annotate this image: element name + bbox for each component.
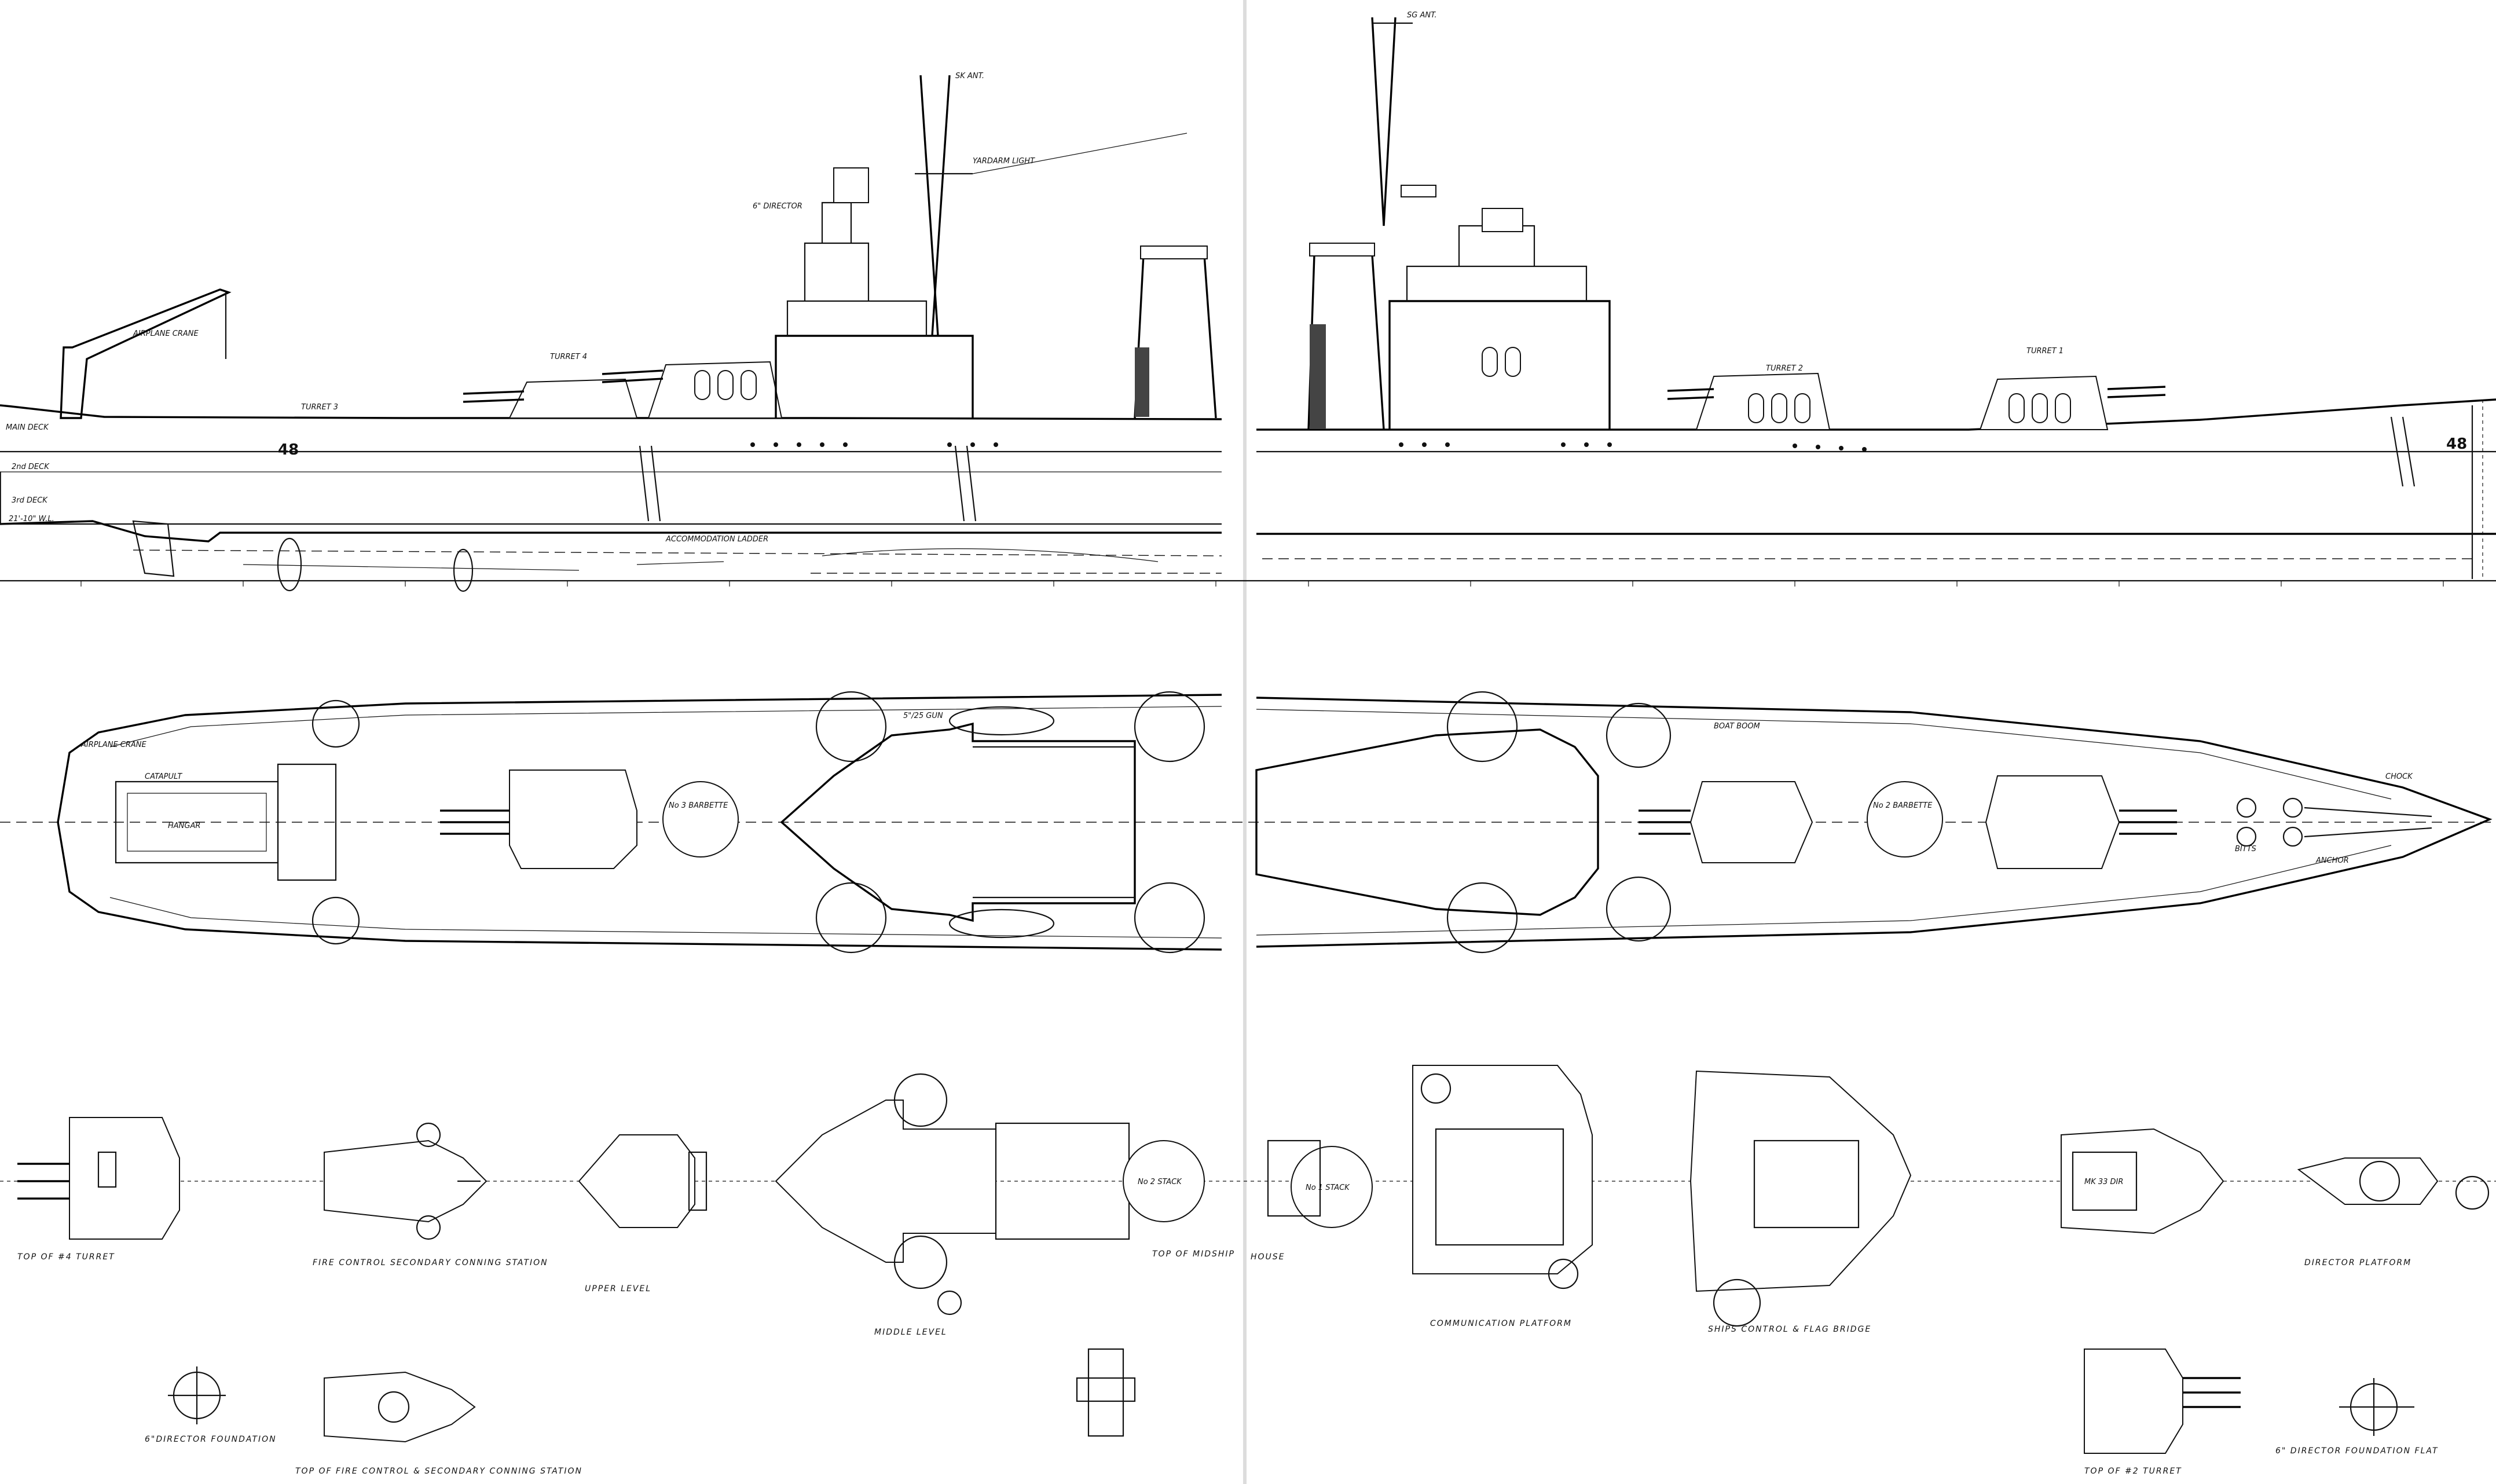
aft-superstructure bbox=[775, 75, 1187, 418]
propeller-shafts bbox=[243, 561, 724, 571]
propeller-aft bbox=[277, 537, 302, 592]
detail-mast-section bbox=[1076, 1348, 1136, 1437]
detail-gun-director: MK 33 DIR bbox=[2061, 1128, 2224, 1234]
plan-label-bitts: BITTS bbox=[2235, 845, 2256, 853]
no2-stack-profile bbox=[1134, 245, 1217, 419]
label-airplane-crane: AIRPLANE CRANE bbox=[133, 329, 199, 338]
turret-4-profile bbox=[602, 361, 783, 419]
plan-turret-1 bbox=[1985, 775, 2177, 869]
hull-number-aft: 48 bbox=[278, 441, 299, 459]
plan-deck-edge-aft bbox=[109, 706, 1222, 939]
plan-boat-starboard bbox=[948, 908, 1055, 939]
detail-ships-control bbox=[1689, 1070, 1912, 1327]
caption-director-foundation-flat: 6" DIRECTOR FOUNDATION FLAT bbox=[2275, 1446, 2439, 1456]
caption-top-of-2-turret: TOP OF #2 TURRET bbox=[2084, 1467, 2182, 1476]
label-main-deck: MAIN DECK bbox=[6, 423, 49, 432]
label-turret-4: TURRET 4 bbox=[550, 353, 587, 361]
caption-ships-control: SHIPS CONTROL & FLAG BRIDGE bbox=[1708, 1325, 1871, 1334]
hull-number-bow: 48 bbox=[2446, 435, 2467, 453]
plan-turret-2 bbox=[1639, 781, 1813, 863]
no1-stack-profile bbox=[1307, 243, 1385, 430]
detail-plans: TOP OF #4 TURRET FIRE CONTROL SECONDARY … bbox=[0, 1065, 2496, 1476]
detail-middle-level: No 2 STACK bbox=[775, 1073, 1205, 1316]
caption-top-of-midship: TOP OF MIDSHIP bbox=[1152, 1250, 1235, 1259]
plan-hangar bbox=[115, 763, 337, 881]
accommodation-ladders bbox=[639, 445, 977, 522]
caption-director-platform: DIRECTOR PLATFORM bbox=[2304, 1258, 2411, 1267]
detail-director-foundation-flat bbox=[2339, 1378, 2414, 1436]
plan-label-barbette-3: No 3 BARBETTE bbox=[669, 801, 728, 810]
label-turret-1: TURRET 1 bbox=[2026, 347, 2063, 356]
plan-deck-edge-fwd bbox=[1256, 709, 2392, 936]
plan-hull-fwd bbox=[1256, 697, 2493, 948]
detail-director-platform bbox=[2297, 1157, 2490, 1210]
plan-5in-guns bbox=[311, 691, 1672, 954]
caption-communication-platform: COMMUNICATION PLATFORM bbox=[1430, 1319, 1572, 1328]
underwater-line-1 bbox=[133, 549, 1222, 556]
label-waterline: 21'-10" W.L. bbox=[9, 515, 54, 523]
detail-top-of-4-turret bbox=[17, 1117, 180, 1240]
plan-barbette-3 bbox=[662, 781, 739, 858]
portholes bbox=[750, 442, 1867, 452]
label-gun-director: MK 33 DIR bbox=[2084, 1178, 2123, 1186]
plan-label-boat-boom: BOAT BOOM bbox=[1714, 722, 1760, 731]
detail-top-of-fire-control bbox=[324, 1371, 476, 1443]
airplane-crane bbox=[60, 288, 232, 419]
label-2nd-deck: 2nd DECK bbox=[12, 463, 50, 471]
frame-ticks bbox=[80, 581, 2444, 587]
turret-2-profile bbox=[1667, 372, 1831, 430]
label-accommodation-ladder: ACCOMMODATION LADDER bbox=[665, 535, 768, 544]
caption-top-of-fire-control: TOP OF FIRE CONTROL & SECONDARY CONNING … bbox=[295, 1467, 582, 1476]
label-sk-radar: SK ANT. bbox=[955, 72, 984, 80]
plan-turret-4 bbox=[440, 770, 637, 869]
detail-top-of-2-turret bbox=[2084, 1349, 2241, 1454]
plan-midship-house bbox=[780, 722, 1136, 922]
plan-label-hangar: HANGAR bbox=[168, 822, 200, 830]
detail-house: No 1 STACK bbox=[1267, 1139, 1373, 1228]
detail-fire-control-station bbox=[324, 1122, 488, 1240]
caption-upper-level: UPPER LEVEL bbox=[585, 1284, 651, 1294]
plan-anchor-gear bbox=[2236, 797, 2432, 847]
plan-boat-port bbox=[948, 706, 1055, 736]
propeller-inner bbox=[453, 548, 474, 592]
label-no2-stack: No 2 STACK bbox=[1138, 1178, 1182, 1186]
plan-label-chock: CHOCK bbox=[2385, 772, 2413, 781]
plan-view: CATAPULT HANGAR No 3 BARBETTE No 2 BARBE… bbox=[0, 691, 2496, 954]
detail-6in-director-foundation bbox=[168, 1366, 226, 1424]
caption-fire-control-station: FIRE CONTROL SECONDARY CONNING STATION bbox=[313, 1258, 548, 1267]
plan-label-airplane-crane: AIRPLANE CRANE bbox=[80, 741, 147, 749]
plan-hull-aft bbox=[57, 694, 1222, 951]
caption-house: HOUSE bbox=[1251, 1252, 1285, 1262]
hull-outline-aft bbox=[0, 404, 1222, 543]
plan-label-5in-gun: 5"/25 GUN bbox=[903, 712, 943, 720]
turret-3-profile bbox=[463, 378, 638, 419]
bilge-keel bbox=[822, 548, 1159, 562]
caption-director-foundation: 6"DIRECTOR FOUNDATION bbox=[145, 1435, 277, 1444]
label-turret-3: TURRET 3 bbox=[301, 403, 338, 412]
caption-middle-level: MIDDLE LEVEL bbox=[874, 1328, 947, 1337]
caption-top-of-4-turret: TOP OF #4 TURRET bbox=[17, 1252, 115, 1262]
profile-view: 48 48 MAIN DECK 2nd DECK 3rd DECK 21'-10… bbox=[0, 11, 2496, 592]
turret-1-profile bbox=[1979, 375, 2166, 430]
label-3rd-deck: 3rd DECK bbox=[12, 496, 48, 505]
forward-superstructure bbox=[1371, 17, 1611, 430]
label-turret-2: TURRET 2 bbox=[1766, 364, 1803, 373]
plan-midship-inner bbox=[973, 746, 1135, 899]
detail-upper-level bbox=[578, 1134, 708, 1228]
plan-label-barbette-2: No 2 BARBETTE bbox=[1873, 801, 1933, 810]
label-6in-director: 6" DIRECTOR bbox=[753, 202, 802, 211]
label-sg-radar: SG ANT. bbox=[1407, 11, 1437, 20]
plan-barbette-2 bbox=[1867, 781, 1943, 858]
bow-ladder bbox=[2390, 416, 2416, 487]
plan-forward-house bbox=[1255, 728, 1599, 916]
label-no1-stack: No 1 STACK bbox=[1306, 1183, 1350, 1192]
detail-communication-platform bbox=[1412, 1065, 1593, 1289]
plan-label-anchor: ANCHOR bbox=[2315, 856, 2349, 865]
label-yardarm-light: YARDARM LIGHT bbox=[973, 157, 1035, 166]
rudder bbox=[132, 520, 175, 577]
plan-label-catapult: CATAPULT bbox=[145, 772, 182, 781]
